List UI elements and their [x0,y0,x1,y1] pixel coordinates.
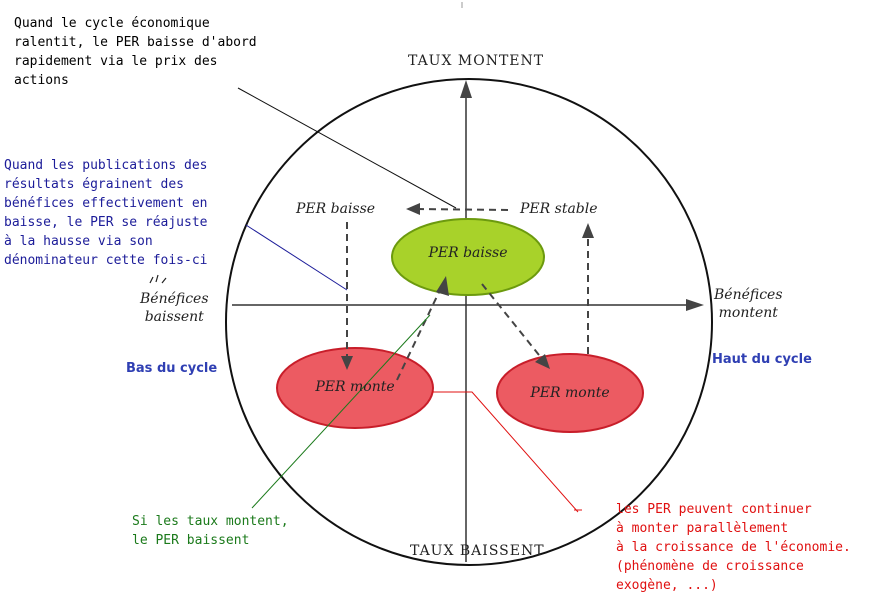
arrow-heads [341,203,594,370]
arrowhead-up-center [436,276,449,296]
horizontal-axis-arrow [686,299,704,311]
arrow-center-to-monte-right [481,283,544,361]
ellipse-bottom-right-red [496,353,644,433]
axis-left-label: Bénéfices baissent [140,291,209,325]
node-bottom-right-label: PER monte [530,385,610,401]
node-top-left-label: PER baisse [296,201,376,217]
pointer-blue [245,224,348,291]
node-bottom-left-label: PER monte [315,379,395,395]
ellipse-bottom-left-red [276,347,434,429]
pointer-black [237,87,457,209]
pointer-red [432,391,579,513]
arrow-monte-left-to-center [396,289,441,381]
emphasis-marks [149,274,167,284]
annotation-mid-left: Quand les publications des résultats égr… [4,158,208,268]
arrowhead-down-right [535,354,550,369]
node-top-right-label: PER stable [520,201,598,217]
axis-right-label: Bénéfices montent [714,287,783,321]
annotation-top-left: Quand le cycle économique ralentit, le P… [14,16,257,88]
ellipse-center-green [391,218,545,296]
vertical-axis-arrow [460,80,472,98]
cycle-label-bottom: Bas du cycle [126,361,218,376]
arrowhead-up-right [582,223,594,238]
cycle-circle [225,78,713,566]
cycle-label-top: Haut du cycle [712,352,812,367]
node-center-label: PER baisse [428,245,508,261]
axis-top-label: TAUX MONTENT [408,53,545,69]
annotation-bottom-left: Si les taux montent, le PER baissent [132,514,289,548]
annotation-bottom-right: les PER peuvent continuer à monter paral… [616,502,851,593]
arrow-stable-to-baisse [417,208,509,211]
pointer-green [251,314,431,509]
axis-bottom-label: TAUX BAISSENT [410,543,545,559]
dashed-arrows [346,208,589,381]
arrowhead-left [406,203,420,215]
arrowhead-down-left [341,356,353,370]
